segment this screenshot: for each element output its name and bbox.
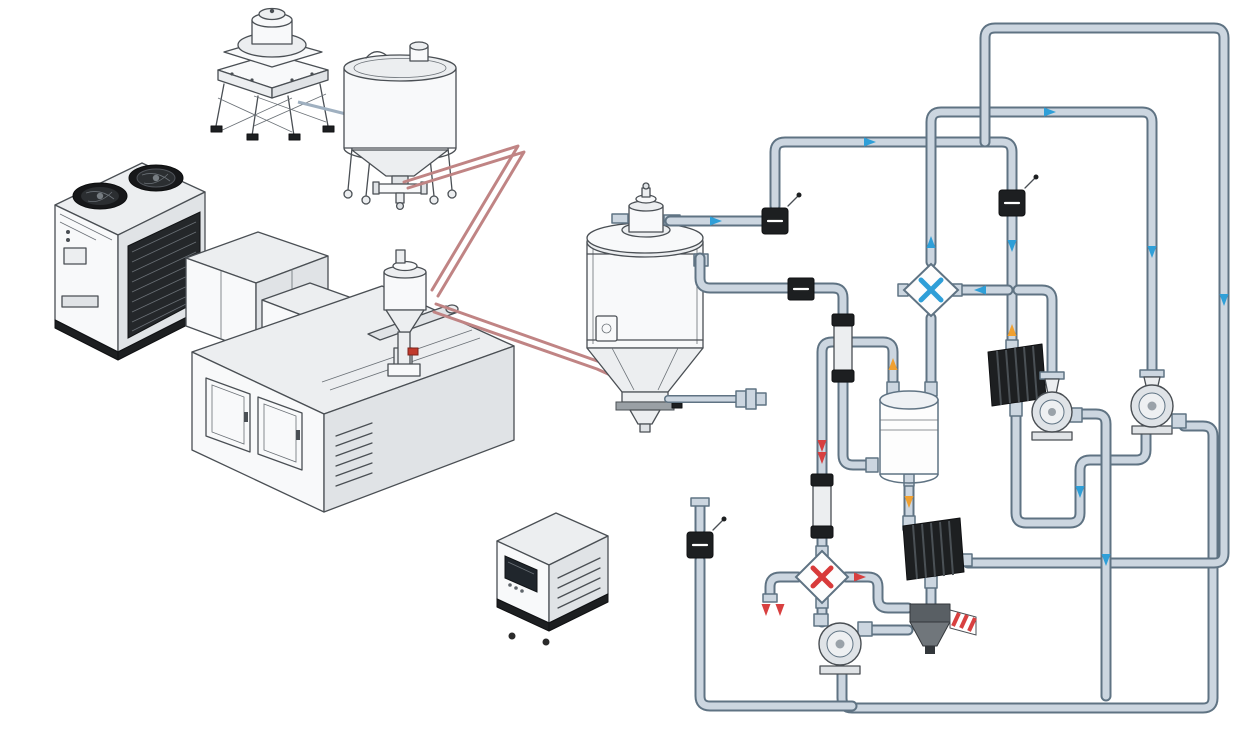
chiller-control-box	[63, 247, 87, 265]
blower-3	[813, 613, 873, 675]
flow-arrow-blue	[1219, 294, 1229, 306]
flow-arrow-red	[817, 452, 827, 464]
valve-x-icon	[810, 565, 834, 589]
damper-2	[998, 174, 1039, 217]
pipe-run	[839, 378, 874, 469]
flow-arrow-blue	[1147, 246, 1157, 258]
machine-door	[205, 377, 251, 453]
flow-arrow-red	[761, 604, 771, 616]
drying-hopper	[586, 182, 709, 433]
pipe-run	[925, 106, 1158, 376]
flow-arrow-blue	[864, 137, 876, 147]
pipe-run	[769, 136, 1018, 212]
flow-arrow-orange	[904, 496, 914, 508]
blower-1	[1031, 371, 1083, 441]
pipe-run	[1014, 286, 1056, 382]
mold-temp-controller	[496, 512, 609, 646]
desiccant-canister	[865, 381, 939, 487]
loader-valve-icon	[407, 347, 419, 356]
pipe-run	[964, 24, 1228, 567]
machine-door	[257, 396, 303, 471]
flow-arrow-red	[775, 604, 785, 616]
tower-dome	[258, 7, 286, 21]
flow-arrow-red	[817, 440, 827, 452]
flow-arrow-blue	[710, 216, 722, 226]
controller-screen	[504, 555, 538, 593]
flow-arrow-red	[854, 572, 866, 582]
striped-chute-icon	[949, 609, 977, 636]
flow-arrow-blue	[1101, 554, 1111, 566]
diverter-valve-cool	[897, 262, 963, 318]
pipe-run	[696, 556, 856, 710]
chiller-fan-icon	[128, 164, 184, 192]
heat-exchanger-2	[902, 515, 973, 589]
hopper-slide-gate	[615, 401, 675, 411]
pipe-run	[771, 138, 1016, 210]
blending-tank	[297, 41, 457, 211]
heat-exchanger-1	[987, 339, 1047, 417]
damper-1	[761, 192, 802, 235]
flow-arrow-blue	[1075, 486, 1085, 498]
tower-stand	[210, 83, 335, 141]
pipe-run	[1012, 408, 1150, 527]
diverter-valve-regen	[794, 545, 850, 609]
air-filter-1	[831, 313, 855, 383]
blower-2	[1130, 369, 1187, 435]
tank-handle	[365, 51, 387, 59]
cooling-tower	[210, 7, 335, 141]
flow-arrow-blue	[1044, 107, 1056, 117]
flow-arrow-blue	[1007, 240, 1017, 252]
controller-vents-icon	[557, 557, 601, 609]
caster-icon	[542, 638, 550, 646]
hopper-sight-door	[595, 315, 618, 342]
outlet-coupling	[735, 388, 767, 410]
caster-icon	[508, 632, 516, 640]
pipe-run	[837, 376, 876, 471]
damper-3	[686, 516, 727, 559]
chiller-fan-icon	[72, 182, 128, 210]
injection-molding-machine	[185, 231, 515, 513]
pipe-run	[818, 338, 897, 552]
pipe-run	[766, 573, 802, 600]
flow-arrow-orange	[1007, 324, 1017, 336]
air-filter-2	[810, 473, 834, 539]
machine-vents-icon	[335, 422, 373, 487]
valve-x-icon	[918, 277, 944, 303]
inline-fitting	[787, 277, 815, 301]
pipe-run	[696, 254, 847, 322]
intake-cap	[690, 497, 710, 507]
hopper-loader	[383, 249, 427, 377]
tank-cone	[351, 149, 449, 177]
flow-arrows	[710, 107, 1229, 616]
pipe-run	[1076, 410, 1110, 700]
flow-arrow-orange	[888, 358, 898, 370]
flow-arrow-blue	[974, 285, 986, 295]
chiller	[54, 162, 206, 361]
tower-tank-line	[297, 100, 347, 116]
pipe-run	[842, 573, 912, 612]
pipe-run	[927, 108, 1156, 374]
flow-arrow-blue	[926, 236, 936, 248]
exhaust-cap	[762, 593, 778, 603]
cyclone-separator	[909, 603, 977, 654]
